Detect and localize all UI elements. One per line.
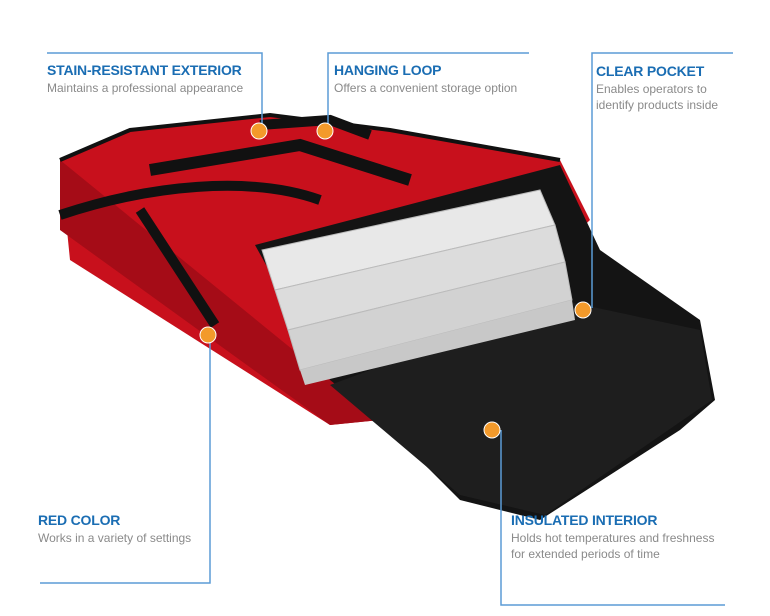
- callout-title: CLEAR POCKET: [596, 63, 705, 79]
- callout-desc-line: for extended periods of time: [511, 547, 660, 561]
- callout-title: INSULATED INTERIOR: [511, 512, 658, 528]
- callout-title: RED COLOR: [38, 512, 121, 528]
- callout-desc: Enables operators to identify products i…: [596, 81, 718, 113]
- callout-hanging-loop: HANGING LOOP Offers a convenient storage…: [334, 62, 517, 96]
- callout-lines: [40, 52, 733, 606]
- pizza-bag: [58, 112, 715, 520]
- callout-desc-line: identify products inside: [596, 98, 719, 112]
- callout-red-color: RED COLOR Works in a variety of settings: [38, 512, 191, 546]
- callout-stain-resistant-exterior: STAIN-RESISTANT EXTERIOR Maintains a pro…: [47, 62, 243, 96]
- callout-dots: [199, 122, 592, 439]
- pizza-boxes: [261, 189, 575, 385]
- callout-desc: Holds hot temperatures and freshness for…: [511, 530, 714, 562]
- callout-desc: Works in a variety of settings: [38, 531, 192, 545]
- callout-desc: Maintains a professional appearance: [47, 81, 244, 95]
- callout-desc: Offers a convenient storage option: [334, 81, 518, 95]
- callout-desc-line: Holds hot temperatures and freshness: [511, 531, 715, 545]
- callout-title: HANGING LOOP: [334, 62, 442, 78]
- callout-desc-line: Enables operators to: [596, 82, 707, 96]
- callout-insulated-interior: INSULATED INTERIOR Holds hot temperature…: [511, 512, 714, 562]
- callout-clear-pocket: CLEAR POCKET Enables operators to identi…: [596, 63, 718, 113]
- callout-title: STAIN-RESISTANT EXTERIOR: [47, 62, 242, 78]
